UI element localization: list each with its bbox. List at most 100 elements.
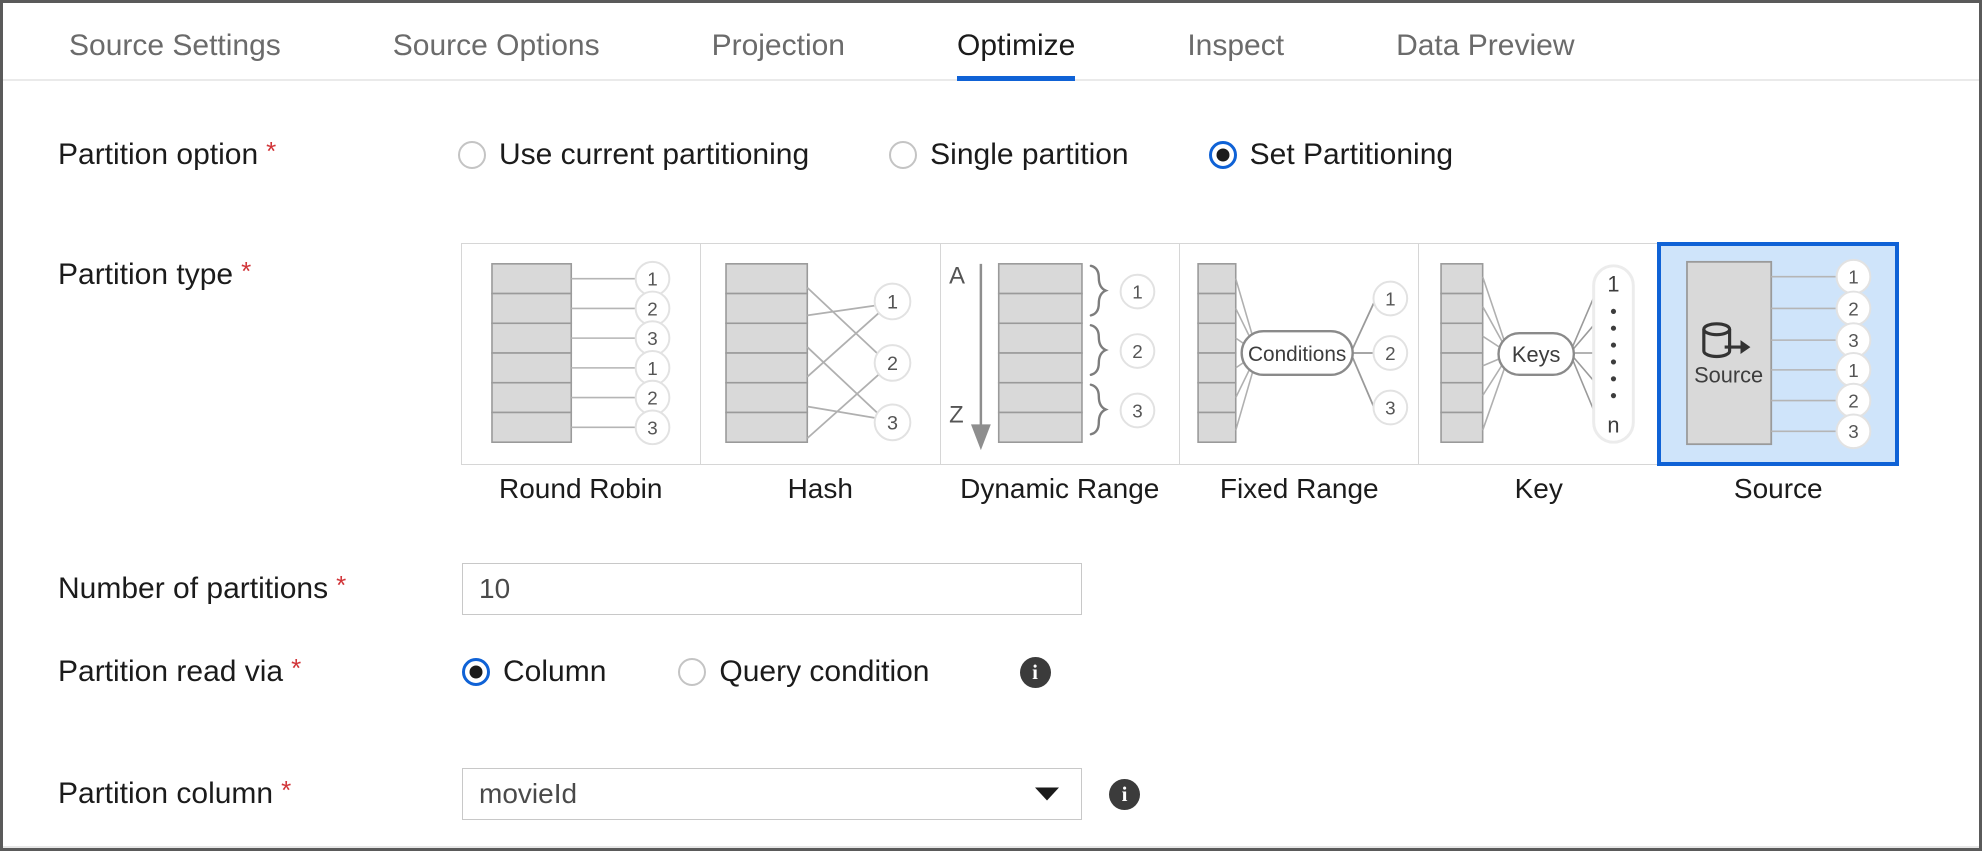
svg-text:2: 2 (647, 298, 657, 319)
bottom-divider (3, 846, 1979, 848)
tab-label: Data Preview (1396, 29, 1575, 62)
radio-dot-icon (462, 658, 490, 686)
tab-label: Optimize (956, 29, 1076, 62)
range-top-label: 1 (1608, 272, 1620, 297)
tab-bar: Source Settings Source Options Projectio… (3, 3, 1979, 81)
radio-dot-icon (889, 141, 918, 169)
required-asterisk: * (281, 775, 292, 805)
radio-use-current-partitioning[interactable]: Use current partitioning (458, 138, 809, 172)
svg-text:3: 3 (887, 412, 898, 434)
tab-inspect[interactable]: Inspect (1187, 29, 1284, 79)
radio-column[interactable]: Column (462, 655, 606, 689)
svg-text:1: 1 (1848, 360, 1858, 381)
select-value: movieId (479, 778, 578, 809)
partition-type-row: Partition type* (58, 258, 251, 292)
radio-dot-icon (458, 141, 486, 169)
partition-option-label: Partition option* (58, 136, 277, 171)
number-of-partitions-row: Number of partitions* 10 (58, 563, 1082, 615)
partition-option-radio-group: Use current partitioning Single partitio… (458, 138, 1453, 172)
tile-label-fixed-range: Fixed Range (1219, 473, 1379, 504)
range-bottom-label: n (1608, 412, 1620, 437)
radio-dot-icon (1208, 141, 1237, 169)
radio-label: Query condition (719, 655, 930, 688)
database-source-icon (1701, 322, 1743, 359)
required-asterisk: * (241, 256, 252, 286)
tab-label: Inspect (1187, 29, 1285, 62)
tile-label-key: Key (1514, 473, 1563, 504)
partition-read-via-radio-group: Column Query condition i (462, 655, 1051, 689)
svg-text:2: 2 (1848, 298, 1858, 319)
number-of-partitions-input[interactable]: 10 (462, 563, 1082, 615)
tile-label-source: Source (1733, 473, 1823, 504)
tab-label: Source Settings (69, 29, 281, 62)
axis-end-label: Z (949, 401, 964, 428)
source-diagram: Source 1 2 3 (1685, 258, 1871, 450)
svg-text:3: 3 (647, 417, 657, 438)
tab-label: Source Options (392, 29, 600, 62)
info-icon[interactable]: i (1019, 656, 1051, 688)
partition-read-via-row: Partition read via* Column Query conditi… (58, 655, 1051, 689)
partition-type-tile-hash[interactable]: 1 2 3 (701, 244, 941, 464)
tile-label-dynamic-range: Dynamic Range (960, 473, 1160, 504)
partition-option-row: Partition option* Use current partitioni… (58, 138, 1658, 172)
hash-diagram: 1 2 3 (725, 263, 912, 443)
partition-type-tile-source[interactable]: Source 1 2 3 (1656, 242, 1899, 466)
svg-text:2: 2 (1848, 391, 1858, 412)
dynamic-range-diagram: A Z (949, 263, 1155, 451)
conditions-pill-label: Conditions (1248, 343, 1346, 366)
svg-text:2: 2 (1385, 343, 1395, 364)
axis-start-label: A (949, 263, 965, 290)
required-asterisk: * (291, 653, 302, 683)
svg-text:3: 3 (647, 328, 657, 349)
partition-type-tile-dynamic-range[interactable]: A Z (940, 244, 1180, 464)
radio-label: Column (503, 655, 607, 688)
svg-text:2: 2 (1132, 341, 1142, 362)
partition-type-label-row: Round Robin Hash Dynamic Range Fixed Ran… (461, 473, 1898, 505)
svg-text:1: 1 (887, 291, 898, 313)
svg-text:2: 2 (887, 353, 898, 375)
partition-type-label: Partition type* (58, 256, 252, 291)
round-robin-diagram: 1 2 3 1 2 3 (491, 260, 671, 446)
tab-source-options[interactable]: Source Options (393, 29, 600, 79)
source-icon-label: Source (1694, 363, 1763, 388)
tab-label: Projection (711, 29, 845, 62)
svg-text:1: 1 (1132, 282, 1142, 303)
key-diagram: Keys 1 n (1440, 263, 1636, 444)
partition-type-tile-key[interactable]: Keys 1 n (1419, 244, 1659, 464)
tile-label-round-robin: Round Robin (499, 473, 663, 504)
svg-text:3: 3 (1132, 400, 1142, 421)
radio-query-condition[interactable]: Query condition (678, 655, 930, 689)
svg-text:3: 3 (1848, 421, 1858, 442)
required-asterisk: * (336, 570, 347, 600)
partition-type-tiles: 1 2 3 1 2 3 (461, 242, 1899, 466)
svg-text:1: 1 (1385, 288, 1395, 309)
svg-text:1: 1 (647, 358, 657, 379)
svg-text:3: 3 (1848, 330, 1858, 351)
radio-label: Single partition (930, 138, 1129, 171)
info-icon[interactable]: i (1109, 778, 1140, 810)
svg-text:2: 2 (647, 388, 657, 409)
svg-text:3: 3 (1385, 397, 1395, 418)
svg-text:1: 1 (647, 269, 657, 290)
required-asterisk: * (266, 136, 277, 166)
partition-type-tile-round-robin[interactable]: 1 2 3 1 2 3 (462, 244, 702, 464)
partition-column-row: Partition column* movieId i (58, 768, 1140, 820)
tab-optimize[interactable]: Optimize (956, 29, 1076, 81)
input-value: 10 (479, 573, 511, 604)
tab-source-settings[interactable]: Source Settings (69, 29, 281, 79)
partition-column-select[interactable]: movieId (462, 768, 1082, 820)
radio-label: Set Partitioning (1249, 138, 1454, 171)
radio-set-partitioning[interactable]: Set Partitioning (1208, 138, 1454, 172)
fixed-range-diagram: Conditions 1 2 3 (1197, 263, 1409, 443)
keys-pill-label: Keys (1512, 342, 1561, 367)
partition-read-via-label: Partition read via* (58, 653, 302, 688)
radio-dot-icon (678, 658, 707, 686)
tab-projection[interactable]: Projection (712, 29, 845, 79)
radio-single-partition[interactable]: Single partition (889, 138, 1129, 172)
partition-type-tile-fixed-range[interactable]: Conditions 1 2 3 (1179, 244, 1420, 464)
tile-label-hash: Hash (787, 473, 853, 504)
chevron-down-icon (1035, 787, 1059, 801)
tab-data-preview[interactable]: Data Preview (1396, 29, 1574, 79)
number-of-partitions-label: Number of partitions* (58, 570, 347, 605)
